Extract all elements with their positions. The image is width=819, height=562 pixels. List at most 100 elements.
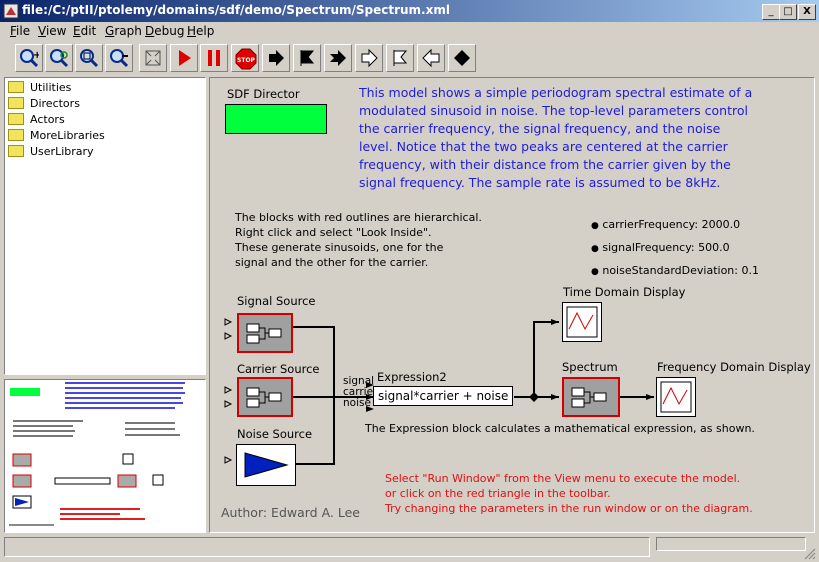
menu-file-mnemonic: F bbox=[10, 24, 17, 38]
tree-item-userlibrary[interactable]: UserLibrary bbox=[8, 145, 94, 161]
spectrum-label: Spectrum bbox=[562, 360, 618, 374]
model-description: This model shows a simple periodogram sp… bbox=[359, 84, 752, 192]
menu-debug[interactable]: Debug bbox=[145, 24, 184, 38]
noise-source-actor[interactable] bbox=[236, 444, 296, 486]
menu-edit[interactable]: Edit bbox=[73, 24, 96, 38]
step-forward-icon bbox=[269, 50, 284, 66]
expression-name: Expression2 bbox=[377, 370, 447, 384]
stop-button[interactable]: STOP bbox=[231, 44, 259, 72]
signal-source-actor[interactable] bbox=[237, 313, 293, 353]
library-tree[interactable] bbox=[4, 77, 206, 375]
gaussian-noise-icon bbox=[244, 452, 289, 478]
step-forward-button[interactable] bbox=[262, 44, 290, 72]
description-line: signal frequency. The sample rate is ass… bbox=[359, 175, 721, 190]
param-text: noiseStandardDeviation: 0.1 bbox=[602, 264, 759, 277]
menu-help[interactable]: Help bbox=[187, 24, 214, 38]
run-note-line: Select "Run Window" from the View menu t… bbox=[385, 472, 741, 485]
expression-port-labels: signal carrier noise bbox=[343, 376, 377, 409]
close-button[interactable]: X bbox=[798, 4, 816, 20]
frequency-domain-display[interactable] bbox=[656, 377, 696, 417]
tree-item-morelibraries[interactable]: MoreLibraries bbox=[8, 129, 105, 145]
sdf-director[interactable] bbox=[225, 104, 327, 134]
menu-graph[interactable]: Graph bbox=[105, 24, 142, 38]
zoom-reset-button[interactable] bbox=[45, 44, 73, 72]
menu-edit-label: dit bbox=[80, 24, 97, 38]
menu-view-mnemonic: V bbox=[38, 24, 46, 38]
description-line: modulated sinusoid in noise. The top-lev… bbox=[359, 103, 748, 118]
step-back-button[interactable] bbox=[324, 44, 352, 72]
param-noise-std[interactable]: ● noiseStandardDeviation: 0.1 bbox=[591, 264, 759, 277]
menu-help-mnemonic: H bbox=[187, 24, 197, 38]
run-icon bbox=[179, 50, 191, 66]
tree-item-label: Utilities bbox=[30, 81, 72, 94]
title-bar[interactable] bbox=[0, 0, 819, 22]
connection-wires bbox=[224, 318, 654, 465]
zoom-in-button[interactable]: + bbox=[15, 44, 43, 72]
param-carrier-frequency[interactable]: ● carrierFrequency: 2000.0 bbox=[591, 218, 741, 231]
menu-debug-mnemonic: D bbox=[145, 24, 155, 38]
param-signal-frequency[interactable]: ● signalFrequency: 500.0 bbox=[591, 241, 730, 254]
menu-edit-mnemonic: E bbox=[73, 24, 81, 38]
window-title: file:/C:/ptII/ptolemy/domains/sdf/demo/S… bbox=[22, 3, 450, 17]
ptolemy-app-icon bbox=[3, 3, 19, 19]
maximize-button[interactable]: □ bbox=[779, 4, 797, 20]
diamond-icon bbox=[454, 50, 470, 66]
flag-button[interactable] bbox=[293, 44, 321, 72]
composite-actor-icon bbox=[571, 387, 607, 408]
tree-item-directors[interactable]: Directors bbox=[8, 97, 80, 113]
time-display-label: Time Domain Display bbox=[563, 285, 686, 299]
signal-source-label: Signal Source bbox=[237, 294, 316, 308]
menu-file[interactable]: File bbox=[10, 24, 30, 38]
zoom-fit-button[interactable] bbox=[75, 44, 103, 72]
status-bar bbox=[4, 537, 650, 557]
minimize-button[interactable]: _ bbox=[762, 4, 780, 20]
carrier-source-actor[interactable] bbox=[237, 377, 293, 417]
resize-grip-icon[interactable] bbox=[803, 547, 817, 560]
noise-source-label: Noise Source bbox=[237, 427, 313, 441]
description-line: level. Notice that the two peaks are cen… bbox=[359, 139, 728, 154]
menu-graph-label: raph bbox=[114, 24, 142, 38]
folder-icon bbox=[8, 145, 24, 157]
param-text: signalFrequency: 500.0 bbox=[602, 241, 730, 254]
full-screen-icon bbox=[145, 50, 161, 66]
outline-arrow-button[interactable] bbox=[355, 44, 383, 72]
step-back-icon bbox=[330, 50, 346, 66]
port-carrier-label: carrier bbox=[343, 386, 378, 398]
run-button[interactable] bbox=[170, 44, 198, 72]
full-screen-button[interactable] bbox=[139, 44, 167, 72]
menu-debug-label: ebug bbox=[154, 24, 185, 38]
run-note-line: or click on the red triangle in the tool… bbox=[385, 487, 611, 500]
director-label: SDF Director bbox=[227, 87, 300, 101]
diagram-overview[interactable] bbox=[4, 379, 206, 533]
zoom-out-button[interactable] bbox=[105, 44, 133, 72]
time-domain-display[interactable] bbox=[562, 302, 602, 342]
outline-flag-button[interactable] bbox=[386, 44, 414, 72]
zoom-out-icon bbox=[110, 49, 129, 68]
plot-icon bbox=[566, 306, 598, 338]
expression-note: The Expression block calculates a mathem… bbox=[365, 422, 755, 435]
run-instructions: Select "Run Window" from the View menu t… bbox=[385, 471, 753, 516]
outline-arrow-icon bbox=[361, 48, 378, 68]
folder-icon bbox=[8, 113, 24, 125]
stop-icon-label: STOP bbox=[237, 57, 256, 64]
tree-item-actors[interactable]: Actors bbox=[8, 113, 65, 129]
tree-item-utilities[interactable]: Utilities bbox=[8, 81, 71, 97]
menu-view[interactable]: View bbox=[38, 24, 66, 38]
outline-back-button[interactable] bbox=[417, 44, 445, 72]
port-noise-label: noise bbox=[343, 397, 371, 409]
pause-button[interactable] bbox=[200, 44, 228, 72]
diagram-canvas[interactable] bbox=[209, 77, 815, 533]
menu-help-label: elp bbox=[196, 24, 215, 38]
run-note-line: Try changing the parameters in the run w… bbox=[385, 502, 753, 515]
flag-icon bbox=[300, 50, 315, 66]
tree-item-label: UserLibrary bbox=[30, 145, 94, 158]
param-text: carrierFrequency: 2000.0 bbox=[602, 218, 741, 231]
tree-item-label: Actors bbox=[30, 113, 65, 126]
zoom-in-icon: + bbox=[20, 49, 39, 68]
spectrum-actor[interactable] bbox=[562, 377, 620, 417]
freq-display-label: Frequency Domain Display bbox=[657, 360, 811, 374]
diamond-button[interactable] bbox=[448, 44, 476, 72]
description-line: the carrier frequency, the signal freque… bbox=[359, 121, 721, 136]
expression-actor[interactable]: signal*carrier + noise bbox=[373, 386, 513, 406]
plot-icon bbox=[660, 381, 692, 413]
